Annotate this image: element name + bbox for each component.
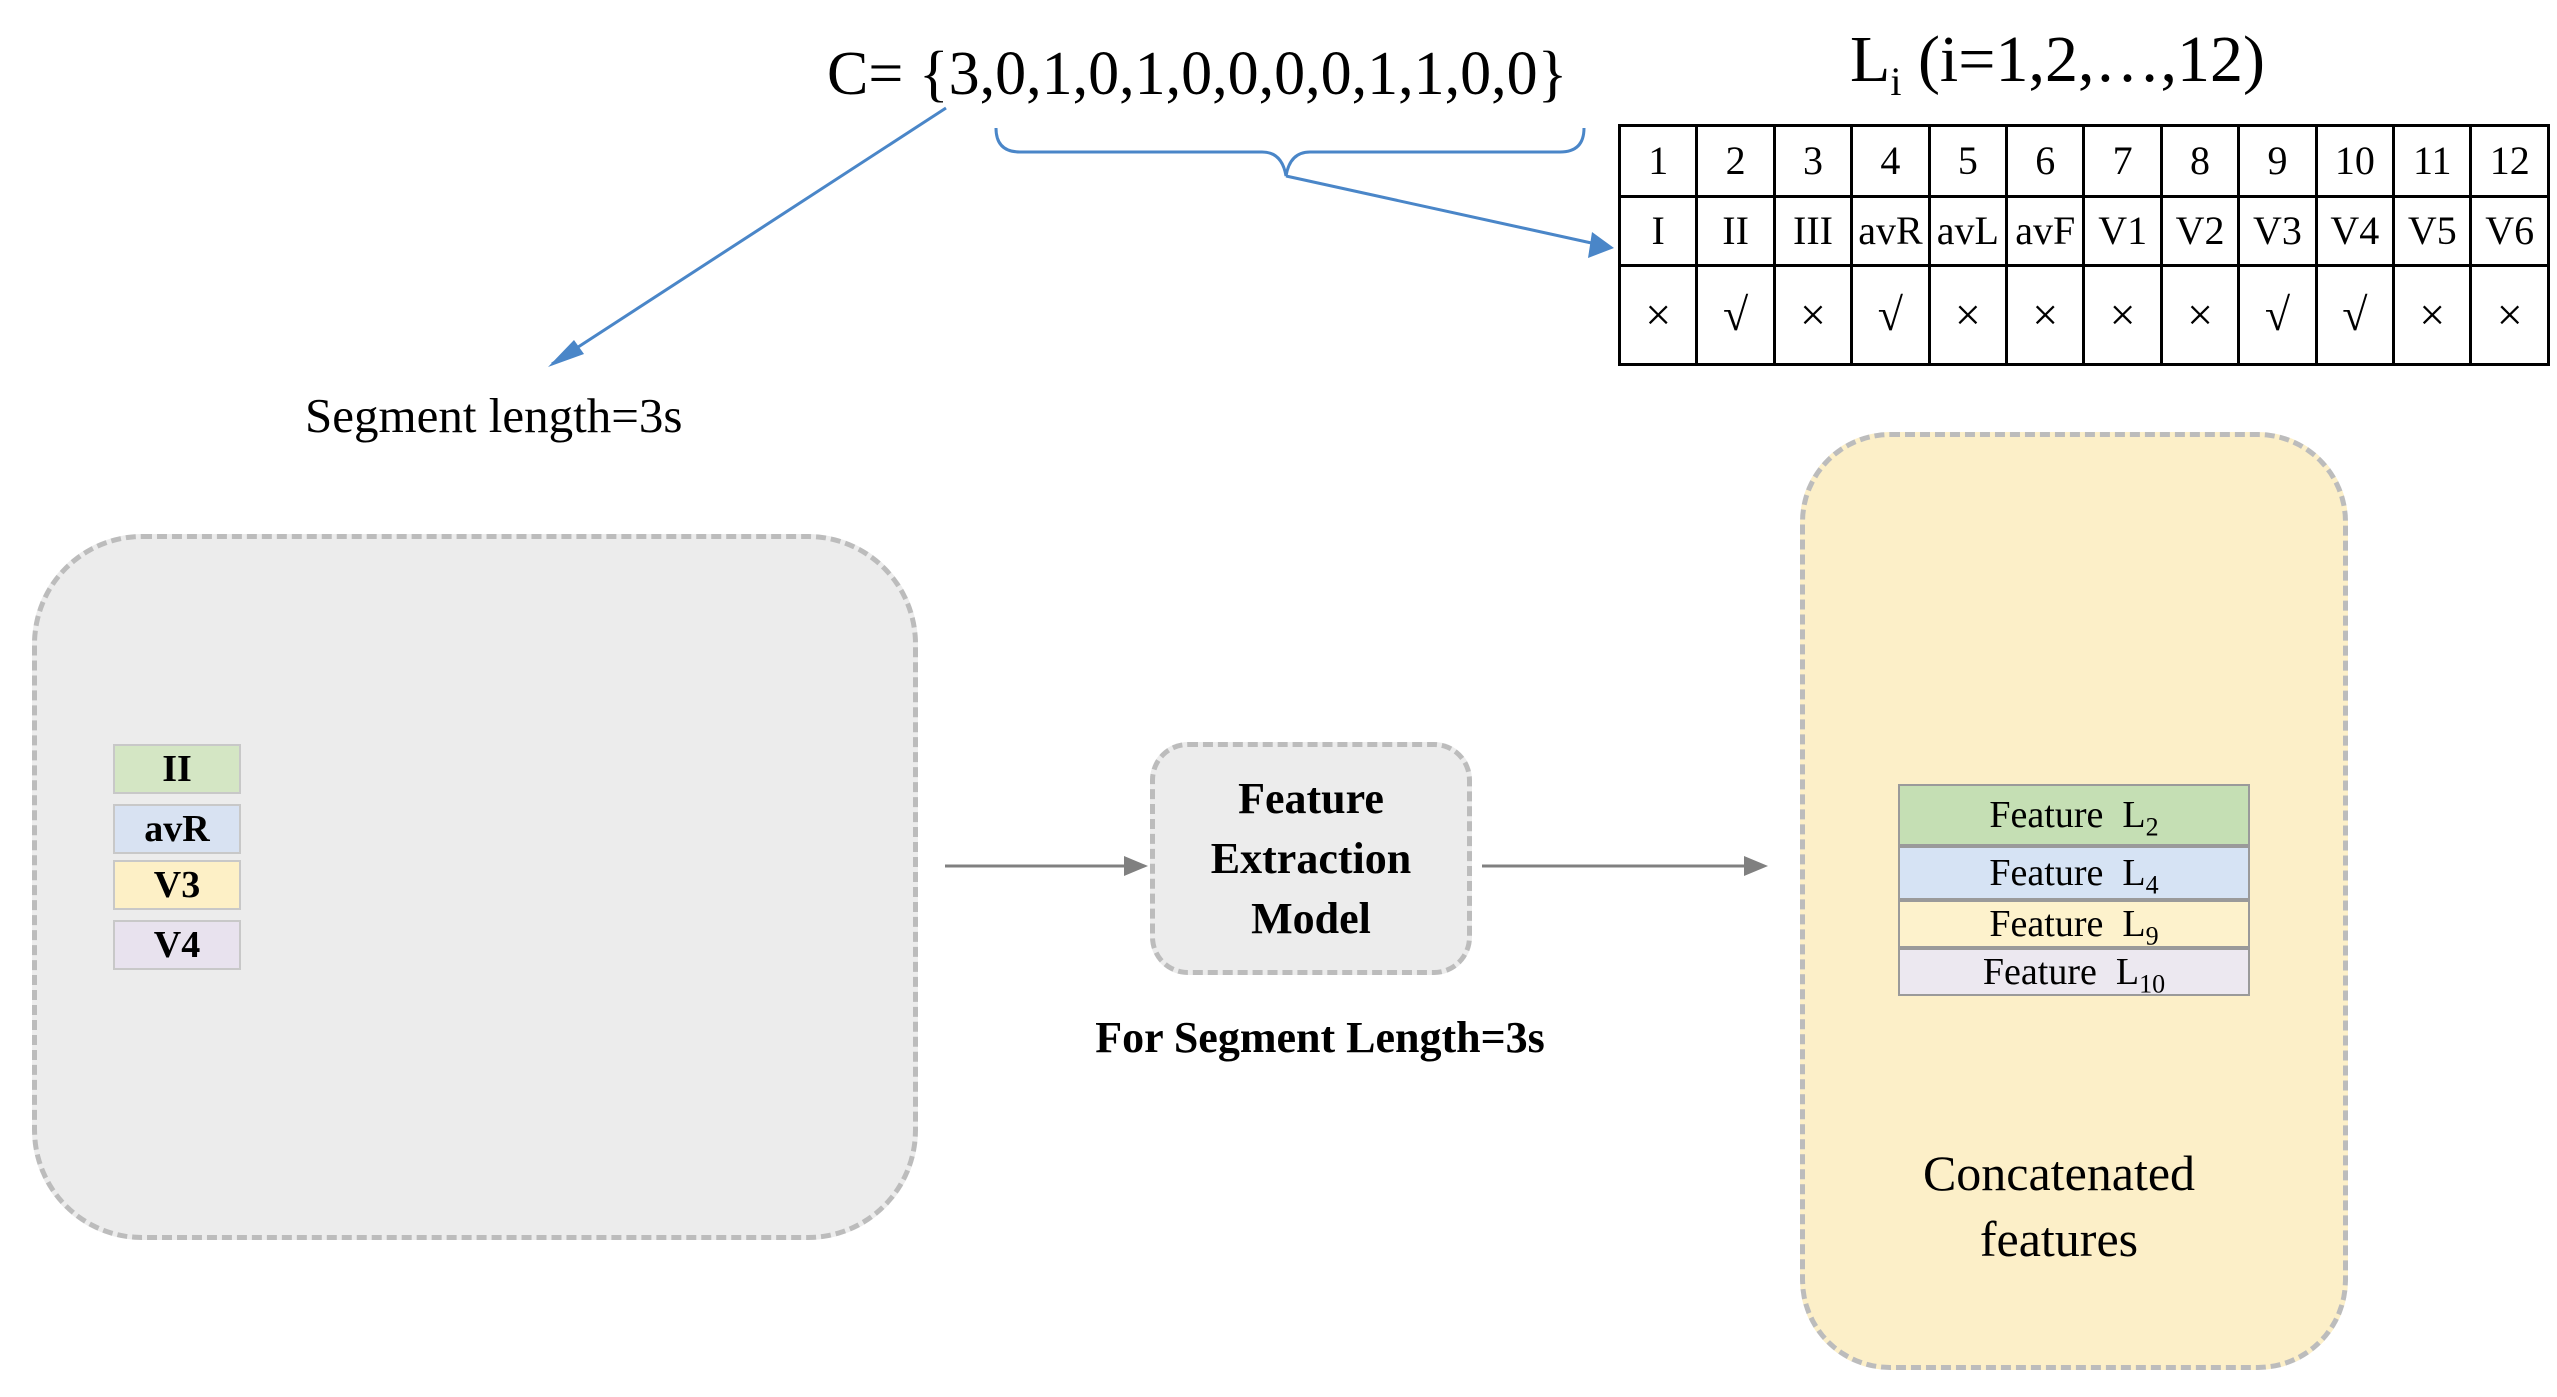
lead-selected-cell: √ [2314,264,2396,366]
model-line-1: Feature [1238,773,1384,823]
model-caption: For Segment Length=3s [1095,1013,1545,1062]
lead-number-cell: 3 [1772,124,1854,198]
feature-symbol: L [2122,794,2146,836]
feature-subscript: 10 [2139,969,2166,999]
lead-table-arrowhead [1588,232,1614,258]
lead-number-cell: 4 [1850,124,1931,198]
lead-name-cell: V5 [2392,195,2473,267]
lead-number-cell: 10 [2314,124,2396,198]
lead-name-cell: V2 [2159,195,2241,267]
lead-number-cell: 8 [2159,124,2241,198]
lead-name-cell: II [1695,195,1776,267]
feature-block-l4: Feature L4 [1898,846,2250,900]
feature-symbol: L [2122,903,2146,945]
lead-tag-ii: II [113,744,241,794]
lead-number-cell: 11 [2392,124,2473,198]
lead-name-cell: avL [1927,195,2009,267]
model-to-features-arrowhead [1744,856,1768,876]
lead-selected-cell: × [2469,264,2550,366]
lead-index-subscript: i [1890,59,1902,105]
lead-selected-row: × √ × √ × × × × √ √ × × [1617,264,2550,366]
lead-name-row: I II III avR avL avF V1 V2 V3 V4 V5 V6 [1617,195,2550,267]
feature-block-l2: Feature L2 [1898,784,2250,846]
lead-selected-cell: × [1927,264,2009,366]
lead-number-cell: 12 [2469,124,2550,198]
lead-name-cell: V3 [2237,195,2318,267]
lead-tag-avr: avR [113,804,241,854]
segment-length-arrow [551,106,947,366]
feature-subscript: 2 [2145,812,2159,842]
feature-extraction-model-label: Feature Extraction Model [1211,769,1411,949]
lead-selected-cell: × [2082,264,2163,366]
lead-tag-v4: V4 [113,920,241,970]
lead-selected-cell: √ [2237,264,2318,366]
feature-block-l10: Feature L10 [1898,948,2250,999]
lead-name-cell: I [1617,195,1699,267]
lead-selected-cell: √ [1695,264,1776,366]
lead-name-cell: V6 [2469,195,2550,267]
lead-number-cell: 5 [1927,124,2009,198]
feature-symbol: L [2115,951,2140,993]
lead-selected-cell: × [1772,264,1854,366]
concat-line-1: Concatenated [1922,1145,2196,1201]
segment-length-label: Segment length=3s [305,388,683,443]
lead-selected-cell: × [1617,264,1699,366]
lead-number-cell: 9 [2237,124,2318,198]
lead-index-symbol: L [1850,23,1891,96]
feature-subscript: 4 [2145,870,2159,900]
lead-number-row: 1 2 3 4 5 6 7 8 9 10 11 12 [1617,124,2550,198]
lead-bits-brace [994,127,1586,177]
lead-name-cell: avF [2005,195,2086,267]
concatenated-features-label: Concatenated features [1850,1140,2268,1272]
feature-block-l9: Feature L9 [1898,900,2250,951]
lead-name-cell: III [1772,195,1854,267]
segment-length-arrowhead [548,340,584,367]
lead-table-arrow [1285,174,1597,246]
lead-name-cell: V1 [2082,195,2163,267]
lead-number-cell: 7 [2082,124,2163,198]
lead-tag-v3: V3 [113,860,241,910]
lead-selected-cell: × [2392,264,2473,366]
feature-symbol: L [2122,852,2146,894]
feature-word: Feature [1989,794,2104,836]
formula-prefix: C= [827,40,919,108]
model-line-3: Model [1251,893,1371,943]
lead-number-cell: 1 [1617,124,1699,198]
lead-number-cell: 6 [2005,124,2086,198]
feature-word: Feature [1982,951,2097,993]
feature-word: Feature [1989,903,2104,945]
feature-extraction-model-box: Feature Extraction Model [1150,742,1472,975]
lead-number-cell: 2 [1695,124,1776,198]
feature-word: Feature [1989,852,2104,894]
lead-name-cell: V4 [2314,195,2396,267]
lead-config-formula: C= {3,0,1,0,1,0,0,0,0,1,1,0,0} [827,38,1567,110]
formula-values: {3,0,1,0,1,0,0,0,0,1,1,0,0} [918,40,1568,108]
lead-selected-cell: √ [1850,264,1931,366]
lead-selected-cell: × [2159,264,2241,366]
feature-subscript: 9 [2145,921,2159,951]
lead-selected-cell: × [2005,264,2086,366]
model-line-2: Extraction [1210,833,1412,883]
lead-selection-table: 1 2 3 4 5 6 7 8 9 10 11 12 I II III avR … [1617,124,2550,366]
ecg-to-model-arrowhead [1124,856,1148,876]
lead-index-range: (i=1,2,…,12) [1901,23,2265,96]
lead-name-cell: avR [1850,195,1931,267]
concat-line-2: features [1979,1211,2139,1267]
lead-index-title: Li (i=1,2,…,12) [1850,20,2265,122]
